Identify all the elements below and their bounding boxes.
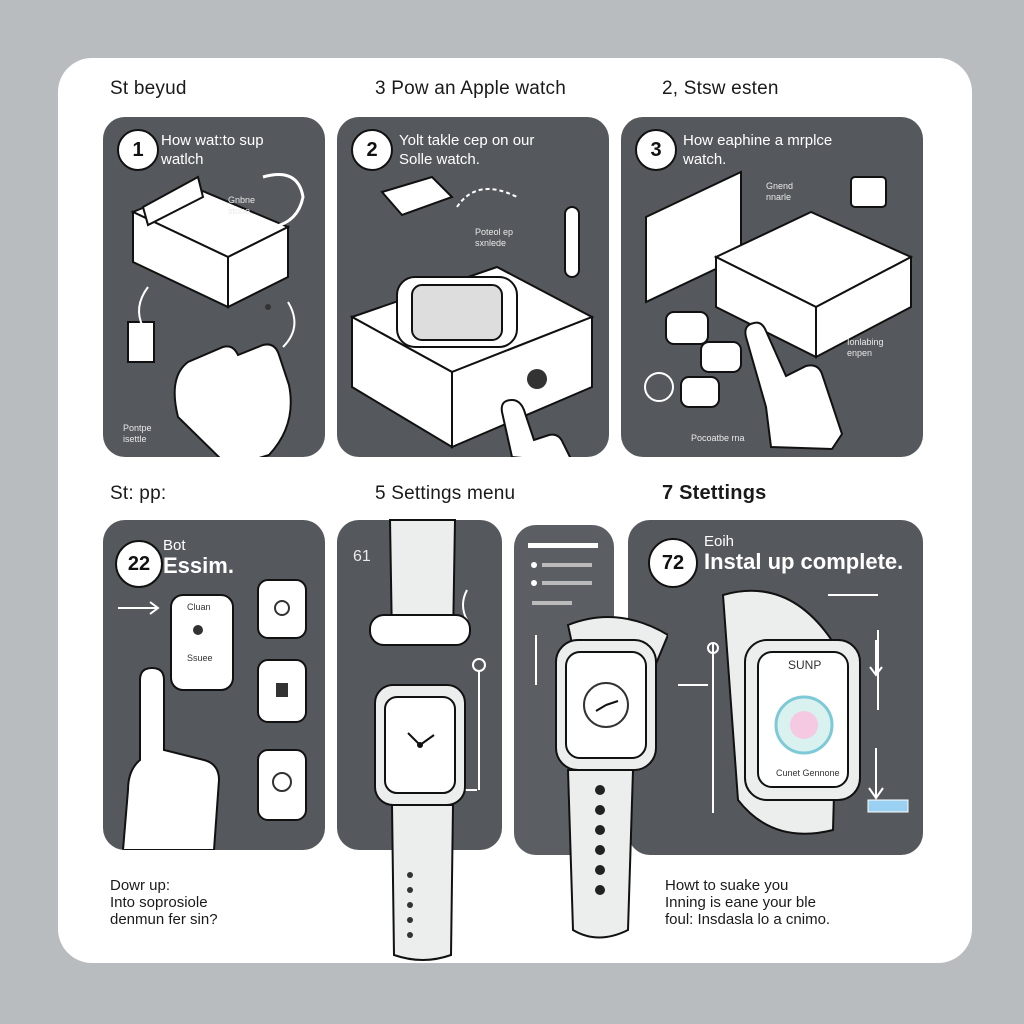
panel-step-7: 72 Eoih Instal up complete. SUNP Cunet G… xyxy=(628,520,923,855)
panel-step-4: 22 Bot Essim. Cluan Ssuee xyxy=(103,520,325,850)
callout-label: Pontpe xyxy=(123,423,152,433)
callout-label: Gnbne xyxy=(228,195,256,205)
watch-diagram xyxy=(457,589,486,791)
footer-right-line3: foul: Insdasla lo a cnimo. xyxy=(665,911,831,928)
watch-complete-illustration xyxy=(678,589,909,835)
panel-title-line2: Solle watch. xyxy=(399,151,480,168)
callout-label: stone xyxy=(228,206,251,216)
screen-label: Ssuee xyxy=(187,653,213,663)
setup-illustration xyxy=(644,170,914,451)
panel-title-line1: Bot xyxy=(163,537,186,554)
step-number-label: 61 xyxy=(353,548,371,565)
callout-label: Ionlabing xyxy=(847,337,884,347)
panel-title-line2: Essim. xyxy=(163,553,234,578)
menu-illustration xyxy=(528,543,598,685)
callout-label: nnarle xyxy=(766,192,792,202)
panel-title-line1: How wat:to sup xyxy=(161,132,264,149)
panel-step-2: 2 Yolt takle cep on our Solle watch. Pot… xyxy=(337,117,609,457)
step-number-badge: 72 xyxy=(648,538,698,588)
panel-title-line1: Yolt takle cep on our xyxy=(399,132,535,149)
heading-mid-center: 5 Settings menu xyxy=(375,483,516,504)
callout-label: enpen xyxy=(847,348,873,358)
apple-watch-front-illustration xyxy=(555,616,668,939)
step-number-badge: 22 xyxy=(115,540,163,588)
unboxing-illustration xyxy=(127,173,305,457)
footer-right-line2: Inning is eane your ble xyxy=(665,894,816,911)
callout-label: Pocoatbe rna xyxy=(691,433,745,443)
panel-title-line1: How eaphine a mrplce xyxy=(683,132,833,149)
panel-step-3: 3 How eaphine a mrplce watch. Gnend nnar… xyxy=(621,117,923,457)
watch-box-illustration xyxy=(349,175,595,457)
step-number-badge: 1 xyxy=(117,129,159,171)
heading-top-center: 3 Pow an Apple watch xyxy=(375,78,566,99)
footer-right-line1: Howt to suake you xyxy=(665,877,789,894)
screen-label: SUNP xyxy=(788,658,822,672)
screen-caption: Cunet Gennone xyxy=(776,768,840,778)
footer-left-line2: Into soprosiole xyxy=(110,894,208,911)
panel-title-line2: Instal up complete. xyxy=(704,549,904,574)
step-number-badge: 2 xyxy=(351,129,393,171)
panel-title-line1: Eoih xyxy=(704,533,735,550)
screen-label: Cluan xyxy=(187,602,211,612)
callout-label: Gnend xyxy=(766,181,794,191)
heading-mid-right: 7 Stettings xyxy=(662,482,767,504)
apple-watch-illustration xyxy=(369,519,471,961)
panel-step-1: 1 How wat:to sup watlch Gnbne stone Pont… xyxy=(103,117,325,457)
panel-title-line2: watch. xyxy=(683,151,727,168)
heading-mid-left: St: pp: xyxy=(110,483,167,504)
callout-label: sxnlede xyxy=(475,238,507,248)
heading-top-left: St beyud xyxy=(110,78,187,99)
heading-top-right: 2, Stsw esten xyxy=(662,78,779,99)
step-number-badge: 3 xyxy=(635,129,677,171)
watch-screens-illustration xyxy=(118,579,307,850)
callout-label: Poteol ep xyxy=(475,227,514,237)
footer-left-line3: denmun fer sin? xyxy=(110,911,218,928)
callout-label: isettle xyxy=(123,434,147,444)
panel-title-line2: watlch xyxy=(161,151,204,168)
footer-left-line1: Dowr up: xyxy=(110,877,171,894)
